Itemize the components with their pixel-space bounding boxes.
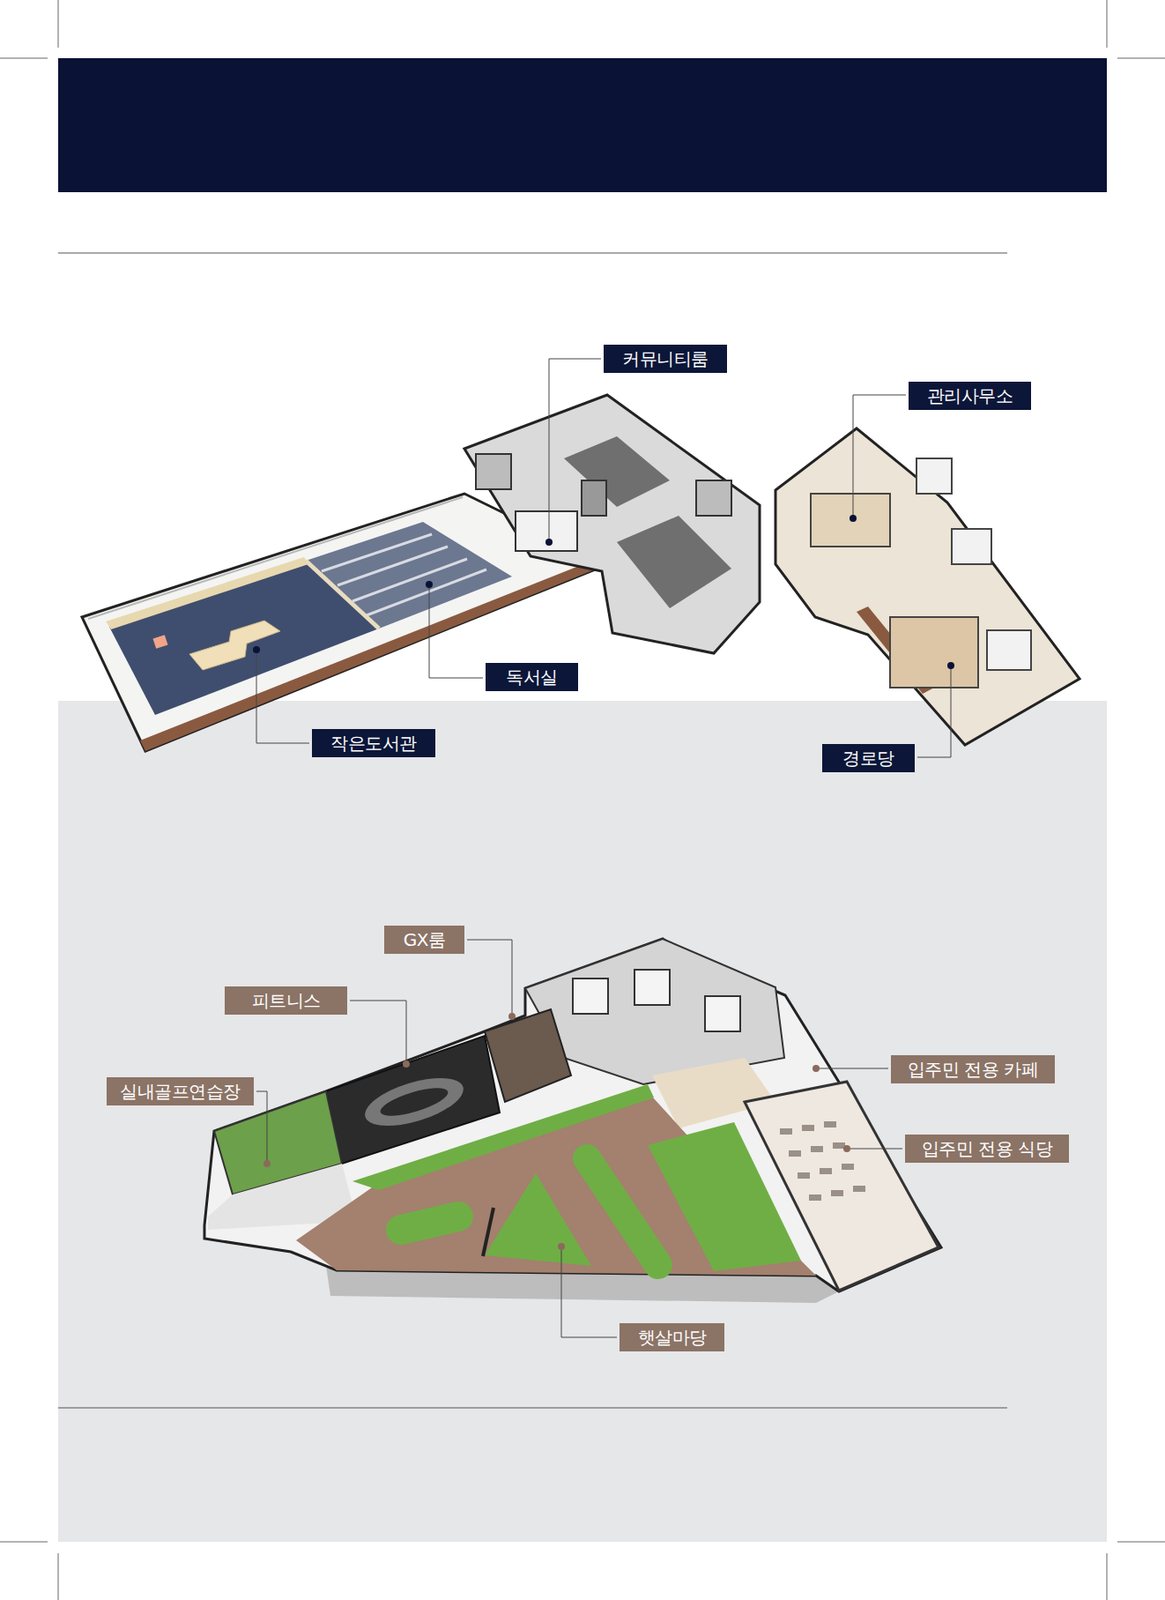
- callout-label: 커뮤니티룸: [603, 344, 728, 373]
- callout-label: 햇살마당: [619, 1322, 725, 1351]
- label-text: 커뮤니티룸: [622, 348, 709, 370]
- callout-label: GX룸: [384, 925, 465, 954]
- callout-label: 경로당: [822, 743, 915, 772]
- label-text: 독서실: [505, 666, 558, 688]
- callout-label: 관리사무소: [908, 381, 1032, 410]
- label-text: 햇살마당: [638, 1326, 707, 1348]
- callout-label: 입주민 전용 카페: [890, 1054, 1055, 1084]
- label-text: 피트니스: [252, 989, 321, 1011]
- callout-label: 독서실: [485, 662, 579, 691]
- label-text: 실내골프연습장: [119, 1080, 241, 1102]
- callout-label: 입주민 전용 식당: [905, 1134, 1069, 1163]
- label-text: GX룸: [403, 928, 446, 950]
- callout-label: 작은도서관: [311, 728, 436, 757]
- callout-label: 피트니스: [224, 986, 348, 1015]
- label-text: 입주민 전용 식당: [921, 1137, 1053, 1159]
- label-text: 작은도서관: [330, 732, 417, 754]
- callout-label: 실내골프연습장: [106, 1076, 254, 1106]
- label-text: 관리사무소: [927, 385, 1014, 407]
- label-text: 경로당: [842, 747, 895, 769]
- label-text: 입주민 전용 카페: [907, 1058, 1039, 1080]
